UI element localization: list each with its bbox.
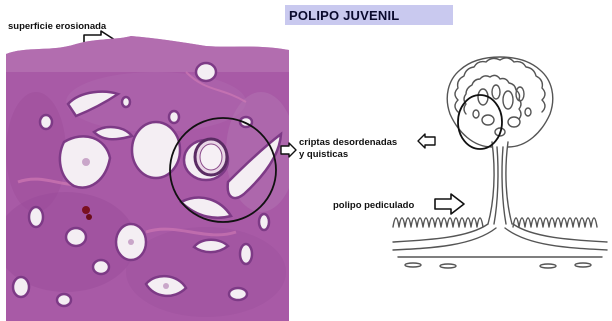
label-crypts-line2: y quisticas xyxy=(299,149,348,160)
right-arrow-icon xyxy=(280,142,298,158)
figure-title: POLIPO JUVENIL xyxy=(289,8,399,23)
label-crypts-line1: criptas desordenadas xyxy=(299,137,397,148)
histology-micrograph xyxy=(6,32,289,321)
polyp-schematic xyxy=(388,52,612,276)
